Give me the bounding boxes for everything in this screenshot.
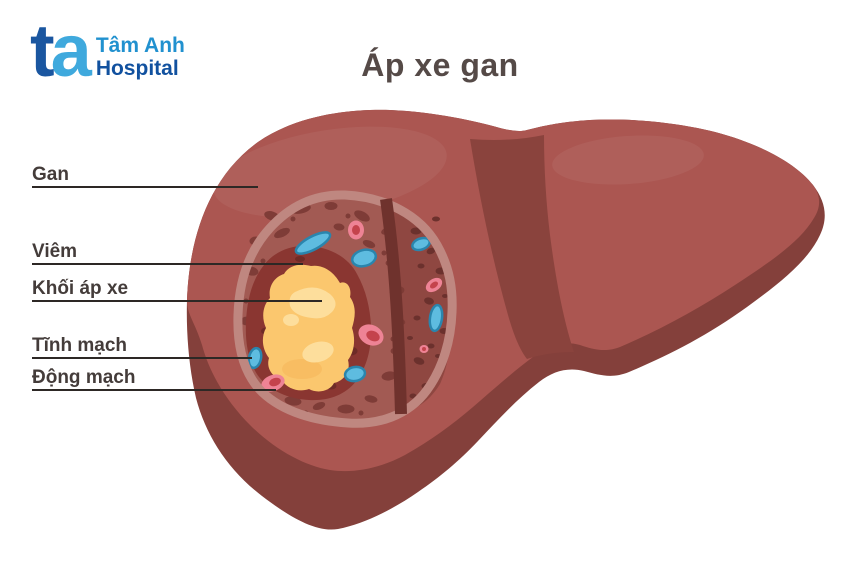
logo-name-line2: Hospital xyxy=(95,57,179,80)
cutaway-rim xyxy=(233,190,457,428)
label-tinh-mach: Tĩnh mạch xyxy=(32,335,128,356)
page-title: Áp xe gan xyxy=(361,47,519,83)
vein-shape xyxy=(428,303,444,333)
label-gan: Gan xyxy=(32,164,69,185)
logo-name-line1: Tâm Anh xyxy=(95,34,185,57)
vein-shape xyxy=(350,248,378,268)
hospital-logo: ta Tâm Anh Hospital xyxy=(30,14,185,88)
artery-shape xyxy=(425,277,443,293)
abscess-mass xyxy=(262,264,355,392)
cutaway-divider xyxy=(380,198,407,415)
liver-cutaway xyxy=(233,190,457,428)
label-khoi-ap-xe: Khối áp xe xyxy=(32,278,129,299)
vein-shape xyxy=(294,231,332,255)
liver-interlobar-groove xyxy=(470,135,574,359)
logo-text: Tâm Anh Hospital xyxy=(96,34,185,80)
label-dong-mach: Động mạch xyxy=(32,367,136,388)
vein-shape xyxy=(247,346,263,370)
liver-highlights xyxy=(213,126,704,218)
artery-shape xyxy=(358,324,384,346)
logo-monogram: ta xyxy=(30,14,92,88)
artery-shape xyxy=(261,374,285,392)
logo-monogram-t: t xyxy=(30,9,55,92)
artery-shape xyxy=(348,220,364,240)
arteries xyxy=(261,220,443,392)
label-viem: Viêm xyxy=(32,241,78,262)
artery-shape xyxy=(419,345,429,353)
leader-lines xyxy=(32,186,322,391)
logo-monogram-a: a xyxy=(50,9,92,92)
vein-shape xyxy=(343,365,367,383)
veins xyxy=(247,231,444,383)
abscess-highlights xyxy=(283,287,336,363)
